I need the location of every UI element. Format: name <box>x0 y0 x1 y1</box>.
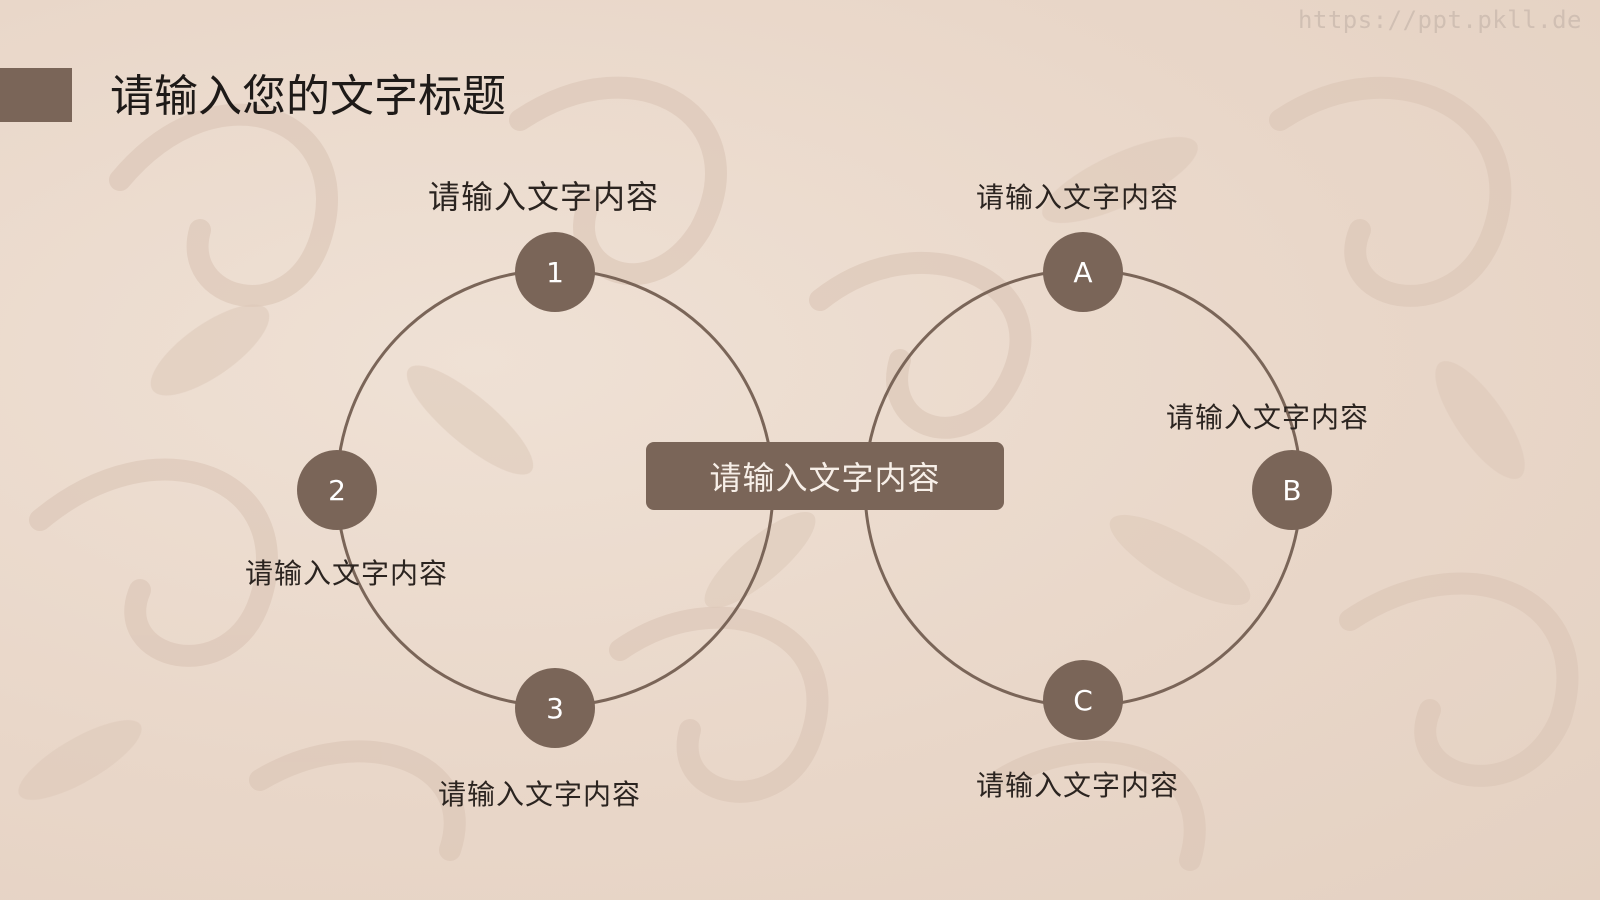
caption-node-1: 请输入文字内容 <box>428 178 660 216</box>
right-node-a[interactable]: A <box>1043 232 1123 312</box>
title-accent-bar <box>0 68 72 122</box>
right-node-a-label: A <box>1073 256 1092 289</box>
left-node-1[interactable]: 1 <box>515 232 595 312</box>
right-node-c-label: C <box>1073 684 1093 717</box>
left-node-2-label: 2 <box>328 474 346 507</box>
caption-node-c: 请输入文字内容 <box>976 769 1180 802</box>
watermark-text: https://ppt.pkll.de <box>1297 6 1582 34</box>
left-node-1-label: 1 <box>546 256 564 289</box>
left-node-3-label: 3 <box>546 692 564 725</box>
slide-title: 请输入您的文字标题 <box>110 71 506 122</box>
caption-node-3: 请输入文字内容 <box>438 778 642 811</box>
caption-node-b: 请输入文字内容 <box>1166 401 1370 434</box>
center-label-text: 请输入文字内容 <box>709 459 941 497</box>
right-node-b[interactable]: B <box>1252 450 1332 530</box>
right-node-b-label: B <box>1282 474 1301 507</box>
center-label-box[interactable]: 请输入文字内容 <box>646 442 1004 510</box>
right-node-c[interactable]: C <box>1043 660 1123 740</box>
left-node-2[interactable]: 2 <box>297 450 377 530</box>
caption-node-2: 请输入文字内容 <box>245 557 449 590</box>
caption-node-a: 请输入文字内容 <box>976 181 1180 214</box>
left-node-3[interactable]: 3 <box>515 668 595 748</box>
